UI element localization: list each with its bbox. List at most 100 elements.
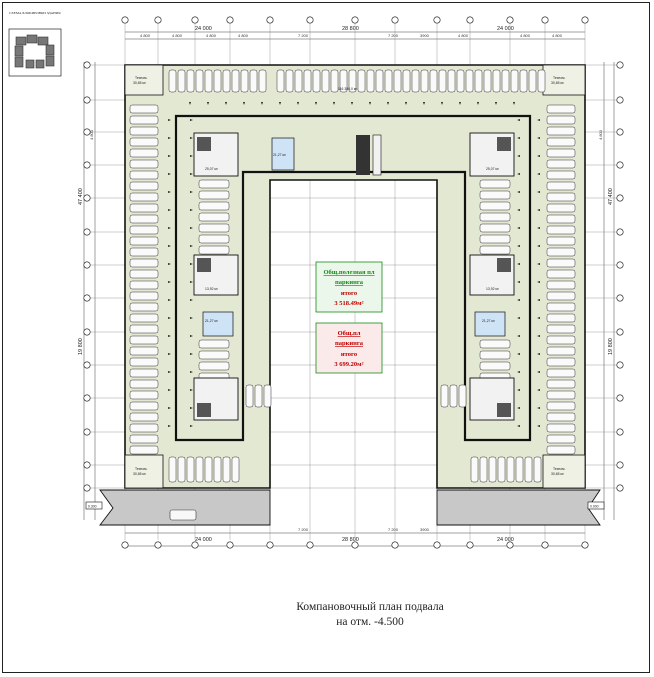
- axis-bubble-bottom: [191, 541, 199, 549]
- traffic-arrow: [537, 137, 540, 139]
- car-outline: [285, 69, 294, 93]
- car-outline: [129, 247, 159, 257]
- car-outline: [479, 212, 511, 222]
- dim-top-right: 24 000: [497, 26, 514, 32]
- traffic-arrow: [190, 353, 193, 355]
- car-outline: [524, 456, 533, 483]
- traffic-arrow: [517, 173, 520, 175]
- dim-right-seg: 4 800: [598, 129, 603, 140]
- car-outline: [339, 69, 348, 93]
- axis-bubble-right: [616, 261, 624, 269]
- traffic-arrow: [333, 102, 335, 105]
- car-outline: [546, 401, 576, 411]
- traffic-arrow: [537, 227, 540, 229]
- dim-top-mid: 28 800: [342, 26, 359, 32]
- car-outline: [456, 69, 465, 93]
- traffic-arrow: [297, 102, 299, 105]
- dim-top-seg-1: 4 800: [140, 33, 151, 38]
- traffic-arrow: [537, 281, 540, 283]
- axis-bubble-bottom: [466, 541, 474, 549]
- ramps: [99, 489, 601, 526]
- car-outline: [519, 69, 528, 93]
- car-outline: [213, 69, 222, 93]
- traffic-arrow: [537, 389, 540, 391]
- axis-bubble-right: [616, 161, 624, 169]
- car-outline: [129, 313, 159, 323]
- dim-top-seg-7: 3900: [420, 33, 430, 38]
- axis-bubble-left: [83, 428, 91, 436]
- traffic-arrow: [537, 353, 540, 355]
- car-outline: [195, 456, 204, 483]
- room-label-w-mid: 13,92 м²: [205, 287, 219, 291]
- car-outline: [546, 423, 576, 433]
- axis-bubble-right: [616, 461, 624, 469]
- traffic-arrow: [168, 191, 171, 193]
- axis-bubble-top: [266, 16, 274, 24]
- car-outline: [129, 236, 159, 246]
- car-outline: [129, 159, 159, 169]
- traffic-arrow: [387, 102, 389, 105]
- car-outline: [546, 324, 576, 334]
- axis-bubble-left: [83, 61, 91, 69]
- car-outline: [528, 69, 537, 93]
- traffic-arrow: [168, 263, 171, 265]
- axis-bubble-left: [83, 161, 91, 169]
- traffic-arrow: [261, 102, 263, 105]
- car-outline: [429, 69, 438, 93]
- car-outline: [546, 203, 576, 213]
- level-marks: [85, 501, 605, 510]
- car-outline: [249, 69, 258, 93]
- traffic-arrow: [168, 155, 171, 157]
- car-outline: [546, 291, 576, 301]
- traffic-arrow: [537, 407, 540, 409]
- traffic-arrow: [517, 263, 520, 265]
- car-outline: [204, 456, 213, 483]
- traffic-arrow: [243, 102, 245, 105]
- car-outline: [533, 456, 542, 483]
- traffic-arrow: [168, 173, 171, 175]
- traffic-arrow: [190, 155, 193, 157]
- area-legend: [315, 261, 383, 374]
- car-outline: [222, 69, 231, 93]
- car-outline: [198, 245, 230, 255]
- car-outline: [546, 269, 576, 279]
- car-outline: [129, 170, 159, 180]
- car-outline: [497, 456, 506, 483]
- dim-left-mid: 19 800: [78, 338, 84, 355]
- traffic-arrow: [537, 335, 540, 337]
- car-outline: [254, 384, 263, 408]
- traffic-arrow: [168, 389, 171, 391]
- traffic-arrow: [441, 102, 443, 105]
- traffic-arrow: [189, 102, 191, 105]
- traffic-arrow: [190, 173, 193, 175]
- dim-top-seg-3: 4 800: [206, 33, 217, 38]
- traffic-arrow: [168, 407, 171, 409]
- axis-bubble-right: [616, 294, 624, 302]
- traffic-arrow: [168, 353, 171, 355]
- car-outline: [129, 214, 159, 224]
- legend-total-title-1: Общ.пл: [338, 330, 361, 337]
- traffic-arrow: [517, 227, 520, 229]
- axis-bubble-left: [83, 228, 91, 236]
- axis-bubble-top: [121, 16, 129, 24]
- dim-bottom-right: 24 000: [497, 537, 514, 543]
- car-outline: [546, 379, 576, 389]
- traffic-arrow: [190, 299, 193, 301]
- traffic-arrow: [537, 371, 540, 373]
- car-outline: [129, 346, 159, 356]
- traffic-arrow: [190, 371, 193, 373]
- car-outline: [303, 69, 312, 93]
- axis-bubble-top: [154, 16, 162, 24]
- car-outline: [546, 225, 576, 235]
- traffic-arrow: [168, 281, 171, 283]
- traffic-arrow: [537, 245, 540, 247]
- traffic-arrow: [190, 209, 193, 211]
- axis-bubble-bottom: [226, 541, 234, 549]
- room-label-e-blue: 21,27 м²: [482, 319, 496, 323]
- traffic-arrow: [517, 425, 520, 427]
- car-outline: [258, 69, 267, 93]
- axis-bubble-left: [83, 361, 91, 369]
- traffic-arrow: [537, 119, 540, 121]
